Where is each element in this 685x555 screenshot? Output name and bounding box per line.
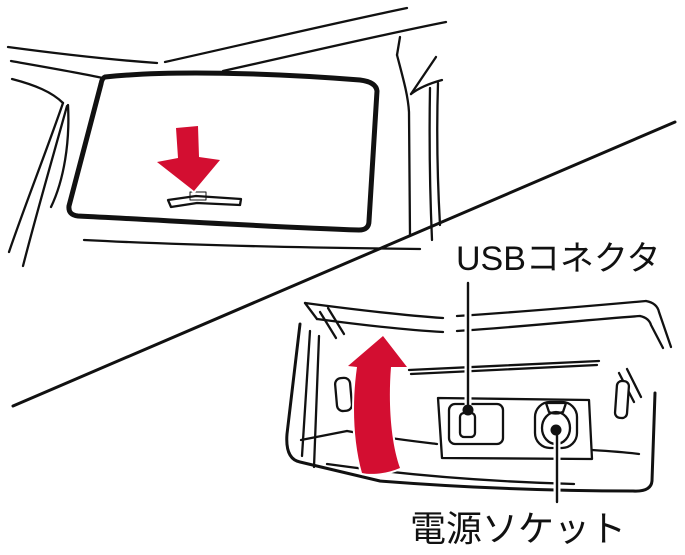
usb-connector-callout: USBコネクタ bbox=[456, 240, 661, 416]
usb-leader-dot bbox=[462, 404, 474, 416]
right-pillar-lines bbox=[395, 35, 444, 242]
power-socket-label: 電源ソケット bbox=[410, 508, 626, 549]
left-pillar-lines bbox=[7, 77, 70, 268]
storage-box-outline bbox=[285, 322, 657, 493]
glovebox-lid-closed bbox=[66, 70, 380, 233]
lid-latch-handle bbox=[166, 194, 243, 209]
press-down-arrow-icon bbox=[155, 124, 222, 193]
open-up-curved-arrow-icon bbox=[346, 334, 409, 476]
power-socket-callout: 電源ソケット bbox=[410, 424, 626, 549]
left-hinge-slot bbox=[333, 376, 354, 413]
closed-glovebox-view bbox=[6, 6, 448, 268]
right-hinge-slot bbox=[613, 379, 631, 420]
power-socket-leader-dot bbox=[550, 424, 562, 436]
usb-connector-label: USBコネクタ bbox=[456, 240, 661, 278]
dashboard-lower-edge bbox=[82, 238, 422, 251]
latch-highlight-gap bbox=[189, 191, 207, 201]
open-glovebox-view bbox=[285, 299, 673, 493]
dashboard-edge-lines bbox=[6, 45, 159, 80]
back-shelf-lines bbox=[407, 359, 601, 376]
glovebox-lid-open bbox=[303, 299, 673, 350]
panel-divider-line bbox=[11, 120, 677, 408]
usb-port bbox=[458, 411, 477, 439]
windshield-lines bbox=[163, 6, 448, 73]
box-left-wall-lines bbox=[300, 329, 321, 469]
